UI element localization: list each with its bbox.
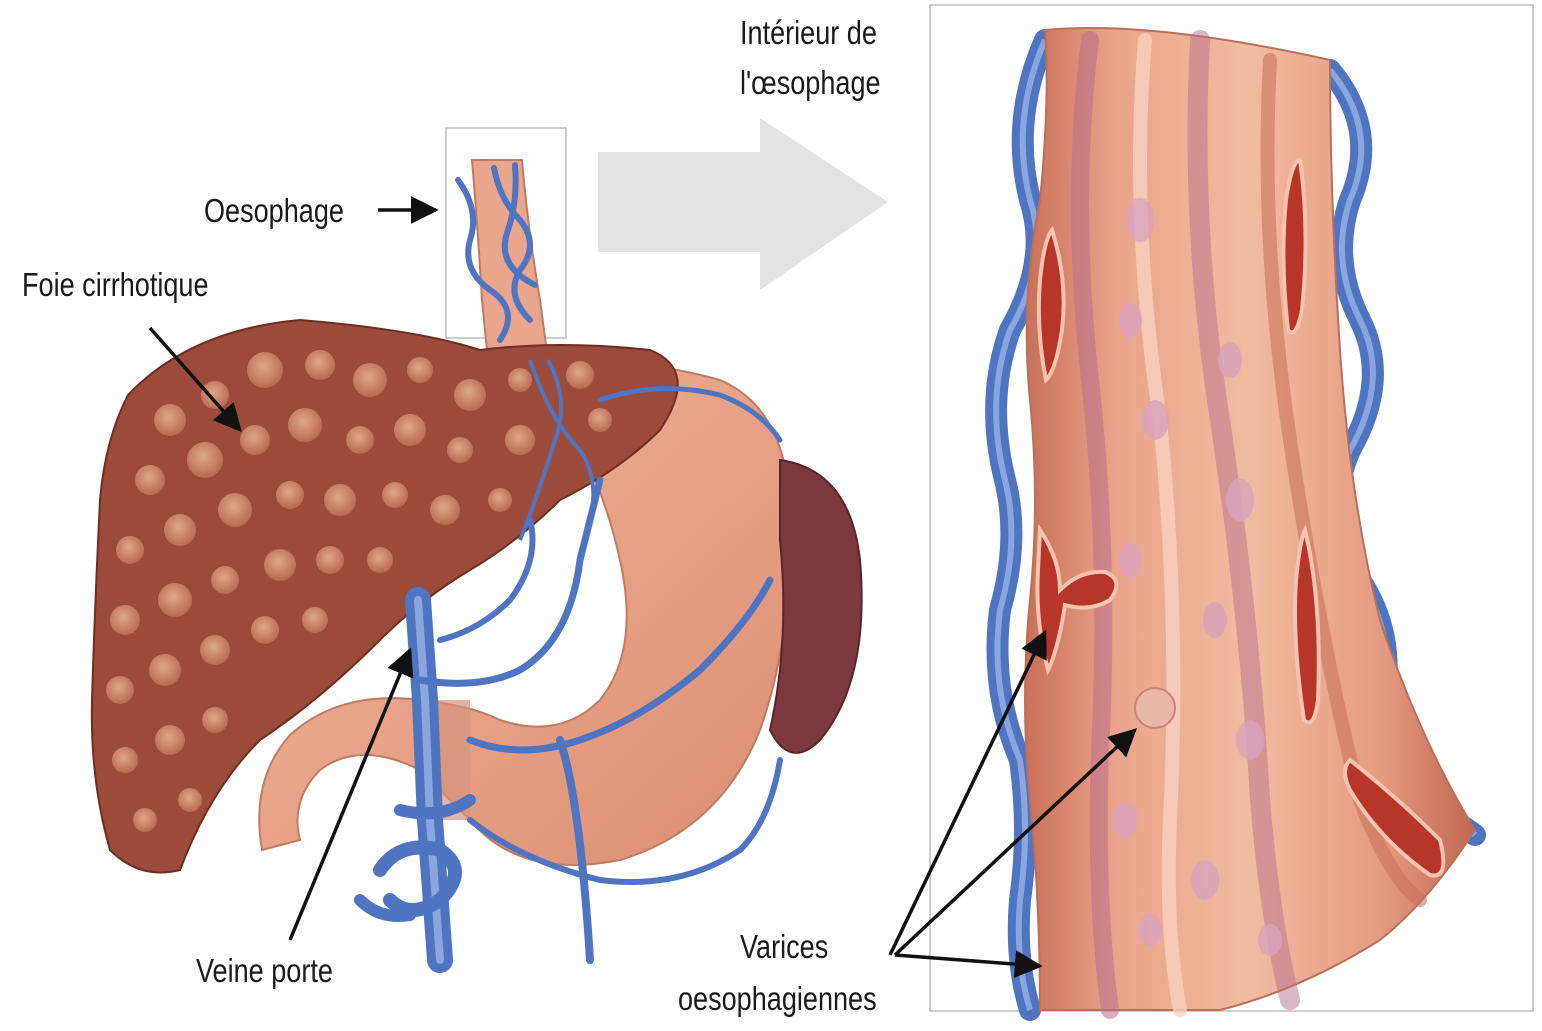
zoom-arrow	[598, 118, 888, 290]
label-oesophage: Oesophage	[204, 192, 344, 230]
label-varices-line2: oesophagiennes	[678, 980, 877, 1018]
spleen	[770, 460, 862, 753]
label-interieur-line1: Intérieur de	[740, 14, 877, 52]
label-veine-porte: Veine porte	[196, 952, 333, 990]
label-interieur-line2: l'œsophage	[740, 64, 881, 102]
varix-bulge	[1135, 688, 1175, 728]
label-varices-line1: Varices	[740, 928, 828, 966]
label-foie-cirrhotique: Foie cirrhotique	[22, 266, 209, 304]
